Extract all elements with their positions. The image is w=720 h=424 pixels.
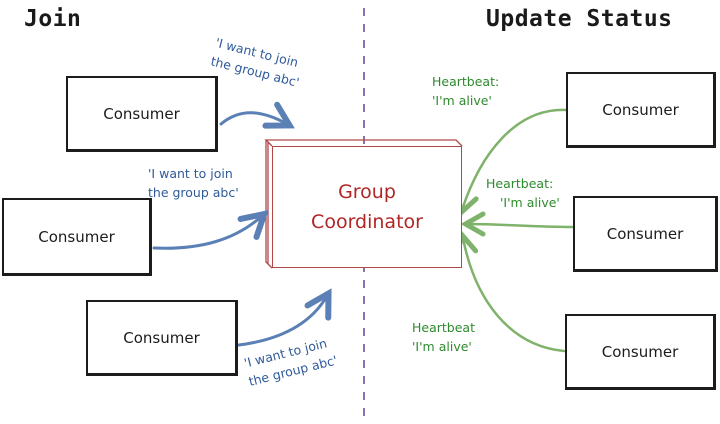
- consumer-box-join-2: Consumer: [2, 198, 152, 276]
- join-arrow-middle: [152, 216, 262, 250]
- consumer-box-join-3: Consumer: [86, 300, 238, 376]
- heartbeat-note-line: Heartbeat:: [432, 74, 500, 89]
- consumer-label: Consumer: [123, 328, 200, 347]
- consumer-label: Consumer: [606, 224, 684, 243]
- heartbeat-arrow-bottom: [463, 238, 566, 353]
- heartbeat-note-line: 'I'm alive': [500, 195, 560, 210]
- join-arrow-bottom: [237, 296, 327, 347]
- coordinator-line-1: Group: [338, 181, 396, 203]
- group-coordinator-box: Group Coordinator: [272, 146, 462, 268]
- join-heading: Join: [24, 6, 82, 32]
- heartbeat-note-bottom: Heartbeat 'I'm alive': [412, 318, 475, 356]
- consumer-box-status-1: Consumer: [566, 72, 716, 148]
- consumer-box-status-3: Consumer: [565, 314, 716, 390]
- update-status-heading: Update Status: [486, 6, 673, 32]
- coordinator-line-2: Coordinator: [311, 211, 423, 233]
- heartbeat-note-top: Heartbeat: 'I'm alive': [432, 72, 499, 110]
- heartbeat-note-middle: Heartbeat: 'I'm alive': [486, 174, 560, 212]
- consumer-box-status-2: Consumer: [573, 196, 718, 272]
- heartbeat-note-line: 'I'm alive': [432, 93, 492, 108]
- heartbeat-note-line: 'I'm alive': [412, 339, 472, 354]
- heartbeat-note-line: Heartbeat:: [486, 176, 554, 191]
- consumer-label: Consumer: [601, 342, 679, 361]
- heartbeat-arrow-top: [462, 108, 568, 210]
- join-note-middle: 'I want to join the group abc': [148, 164, 239, 202]
- consumer-box-join-1: Consumer: [66, 76, 218, 152]
- coordinator-depth: [264, 139, 463, 269]
- heartbeat-note-line: Heartbeat: [412, 320, 475, 335]
- consumer-label: Consumer: [103, 104, 180, 123]
- consumer-label: Consumer: [38, 227, 115, 246]
- join-arrow-top: [219, 113, 287, 124]
- join-note-line: 'I want to join: [148, 166, 233, 181]
- join-note-line: the group abc': [148, 185, 239, 200]
- heartbeat-arrow-middle: [468, 224, 575, 227]
- consumer-label: Consumer: [602, 100, 679, 119]
